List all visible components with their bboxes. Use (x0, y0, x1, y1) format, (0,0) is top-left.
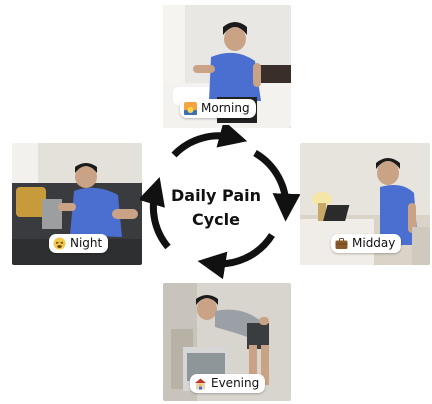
morning-photo (163, 5, 291, 128)
tired-face-icon (53, 237, 66, 250)
label-evening-text: Evening (211, 376, 260, 390)
label-evening: Evening (190, 374, 266, 393)
diagram-title: Daily Pain Cycle (160, 184, 272, 232)
arrow-evening-to-night (197, 233, 275, 280)
briefcase-icon (335, 238, 348, 249)
sunrise-icon (184, 102, 197, 115)
house-with-person-icon (195, 378, 206, 390)
arrow-morning-to-midday (171, 125, 248, 158)
label-night-text: Night (70, 236, 103, 250)
label-night: Night (49, 234, 109, 253)
cycle-arrows (140, 125, 300, 280)
title-line-1: Daily Pain (170, 186, 261, 205)
arrow-night-to-morning (140, 176, 171, 250)
label-midday-text: Midday (352, 236, 396, 250)
label-morning: Morning (180, 99, 256, 118)
arrow-midday-to-evening (253, 149, 300, 222)
label-morning-text: Morning (201, 101, 250, 115)
title-line-2: Cycle (192, 210, 240, 229)
label-midday: Midday (331, 234, 402, 253)
